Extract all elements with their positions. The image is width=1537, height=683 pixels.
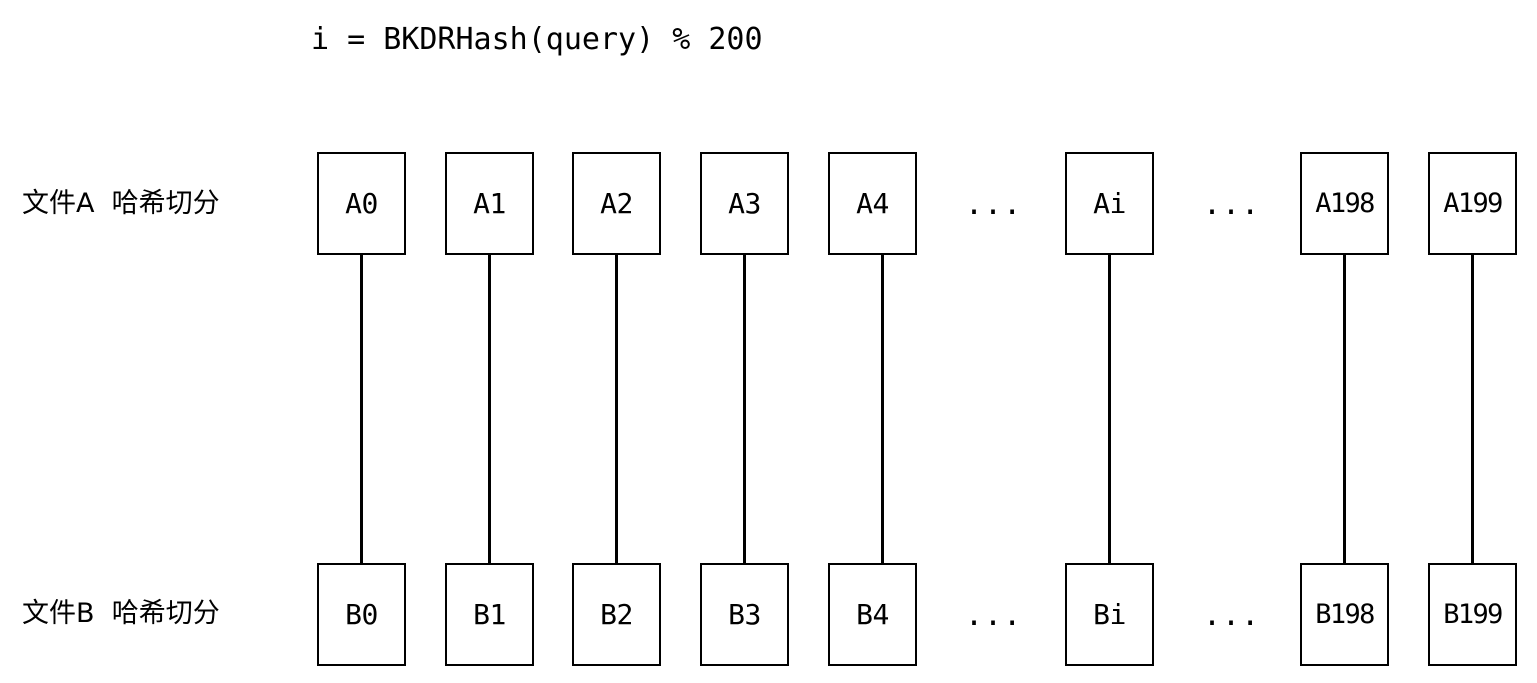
ellipsis-marker: ... bbox=[1203, 598, 1261, 633]
connector-line bbox=[615, 254, 618, 564]
hash-formula: i = BKDRHash(query) % 200 bbox=[311, 22, 763, 57]
node-box[interactable]: B3 bbox=[700, 563, 789, 666]
node-label: B0 bbox=[345, 597, 378, 631]
node-box[interactable]: B4 bbox=[828, 563, 917, 666]
node-box[interactable]: Ai bbox=[1065, 152, 1154, 255]
node-box[interactable]: B1 bbox=[445, 563, 534, 666]
node-box[interactable]: A199 bbox=[1428, 152, 1517, 255]
node-label: B3 bbox=[728, 597, 761, 631]
node-label: A4 bbox=[856, 186, 889, 220]
node-label: A3 bbox=[728, 186, 761, 220]
row-label-file-a: 文件A 哈希切分 bbox=[22, 188, 220, 219]
node-label: B198 bbox=[1315, 598, 1375, 630]
connector-line bbox=[881, 254, 884, 564]
ellipsis-marker: ... bbox=[1203, 187, 1261, 222]
row-label-file-b: 文件B 哈希切分 bbox=[22, 598, 220, 629]
connector-line bbox=[1471, 254, 1474, 564]
node-label: A1 bbox=[473, 186, 506, 220]
ellipsis-marker: ... bbox=[965, 598, 1023, 633]
node-box[interactable]: B198 bbox=[1300, 563, 1389, 666]
node-label: B4 bbox=[856, 597, 889, 631]
connector-line bbox=[1343, 254, 1346, 564]
connector-line bbox=[743, 254, 746, 564]
connector-line bbox=[488, 254, 491, 564]
node-box[interactable]: Bi bbox=[1065, 563, 1154, 666]
node-label: Bi bbox=[1093, 597, 1126, 631]
node-box[interactable]: A2 bbox=[572, 152, 661, 255]
node-label: A2 bbox=[600, 186, 633, 220]
node-label: A0 bbox=[345, 186, 378, 220]
node-box[interactable]: A0 bbox=[317, 152, 406, 255]
node-label: A198 bbox=[1315, 187, 1375, 219]
node-box[interactable]: A4 bbox=[828, 152, 917, 255]
ellipsis-marker: ... bbox=[965, 187, 1023, 222]
node-label: B199 bbox=[1443, 598, 1503, 630]
node-label: B2 bbox=[600, 597, 633, 631]
node-box[interactable]: A3 bbox=[700, 152, 789, 255]
connector-line bbox=[1108, 254, 1111, 564]
node-label: B1 bbox=[473, 597, 506, 631]
connector-line bbox=[360, 254, 363, 564]
node-label: Ai bbox=[1093, 186, 1126, 220]
node-box[interactable]: A1 bbox=[445, 152, 534, 255]
node-box[interactable]: B199 bbox=[1428, 563, 1517, 666]
node-box[interactable]: A198 bbox=[1300, 152, 1389, 255]
node-box[interactable]: B2 bbox=[572, 563, 661, 666]
node-label: A199 bbox=[1443, 187, 1503, 219]
node-box[interactable]: B0 bbox=[317, 563, 406, 666]
